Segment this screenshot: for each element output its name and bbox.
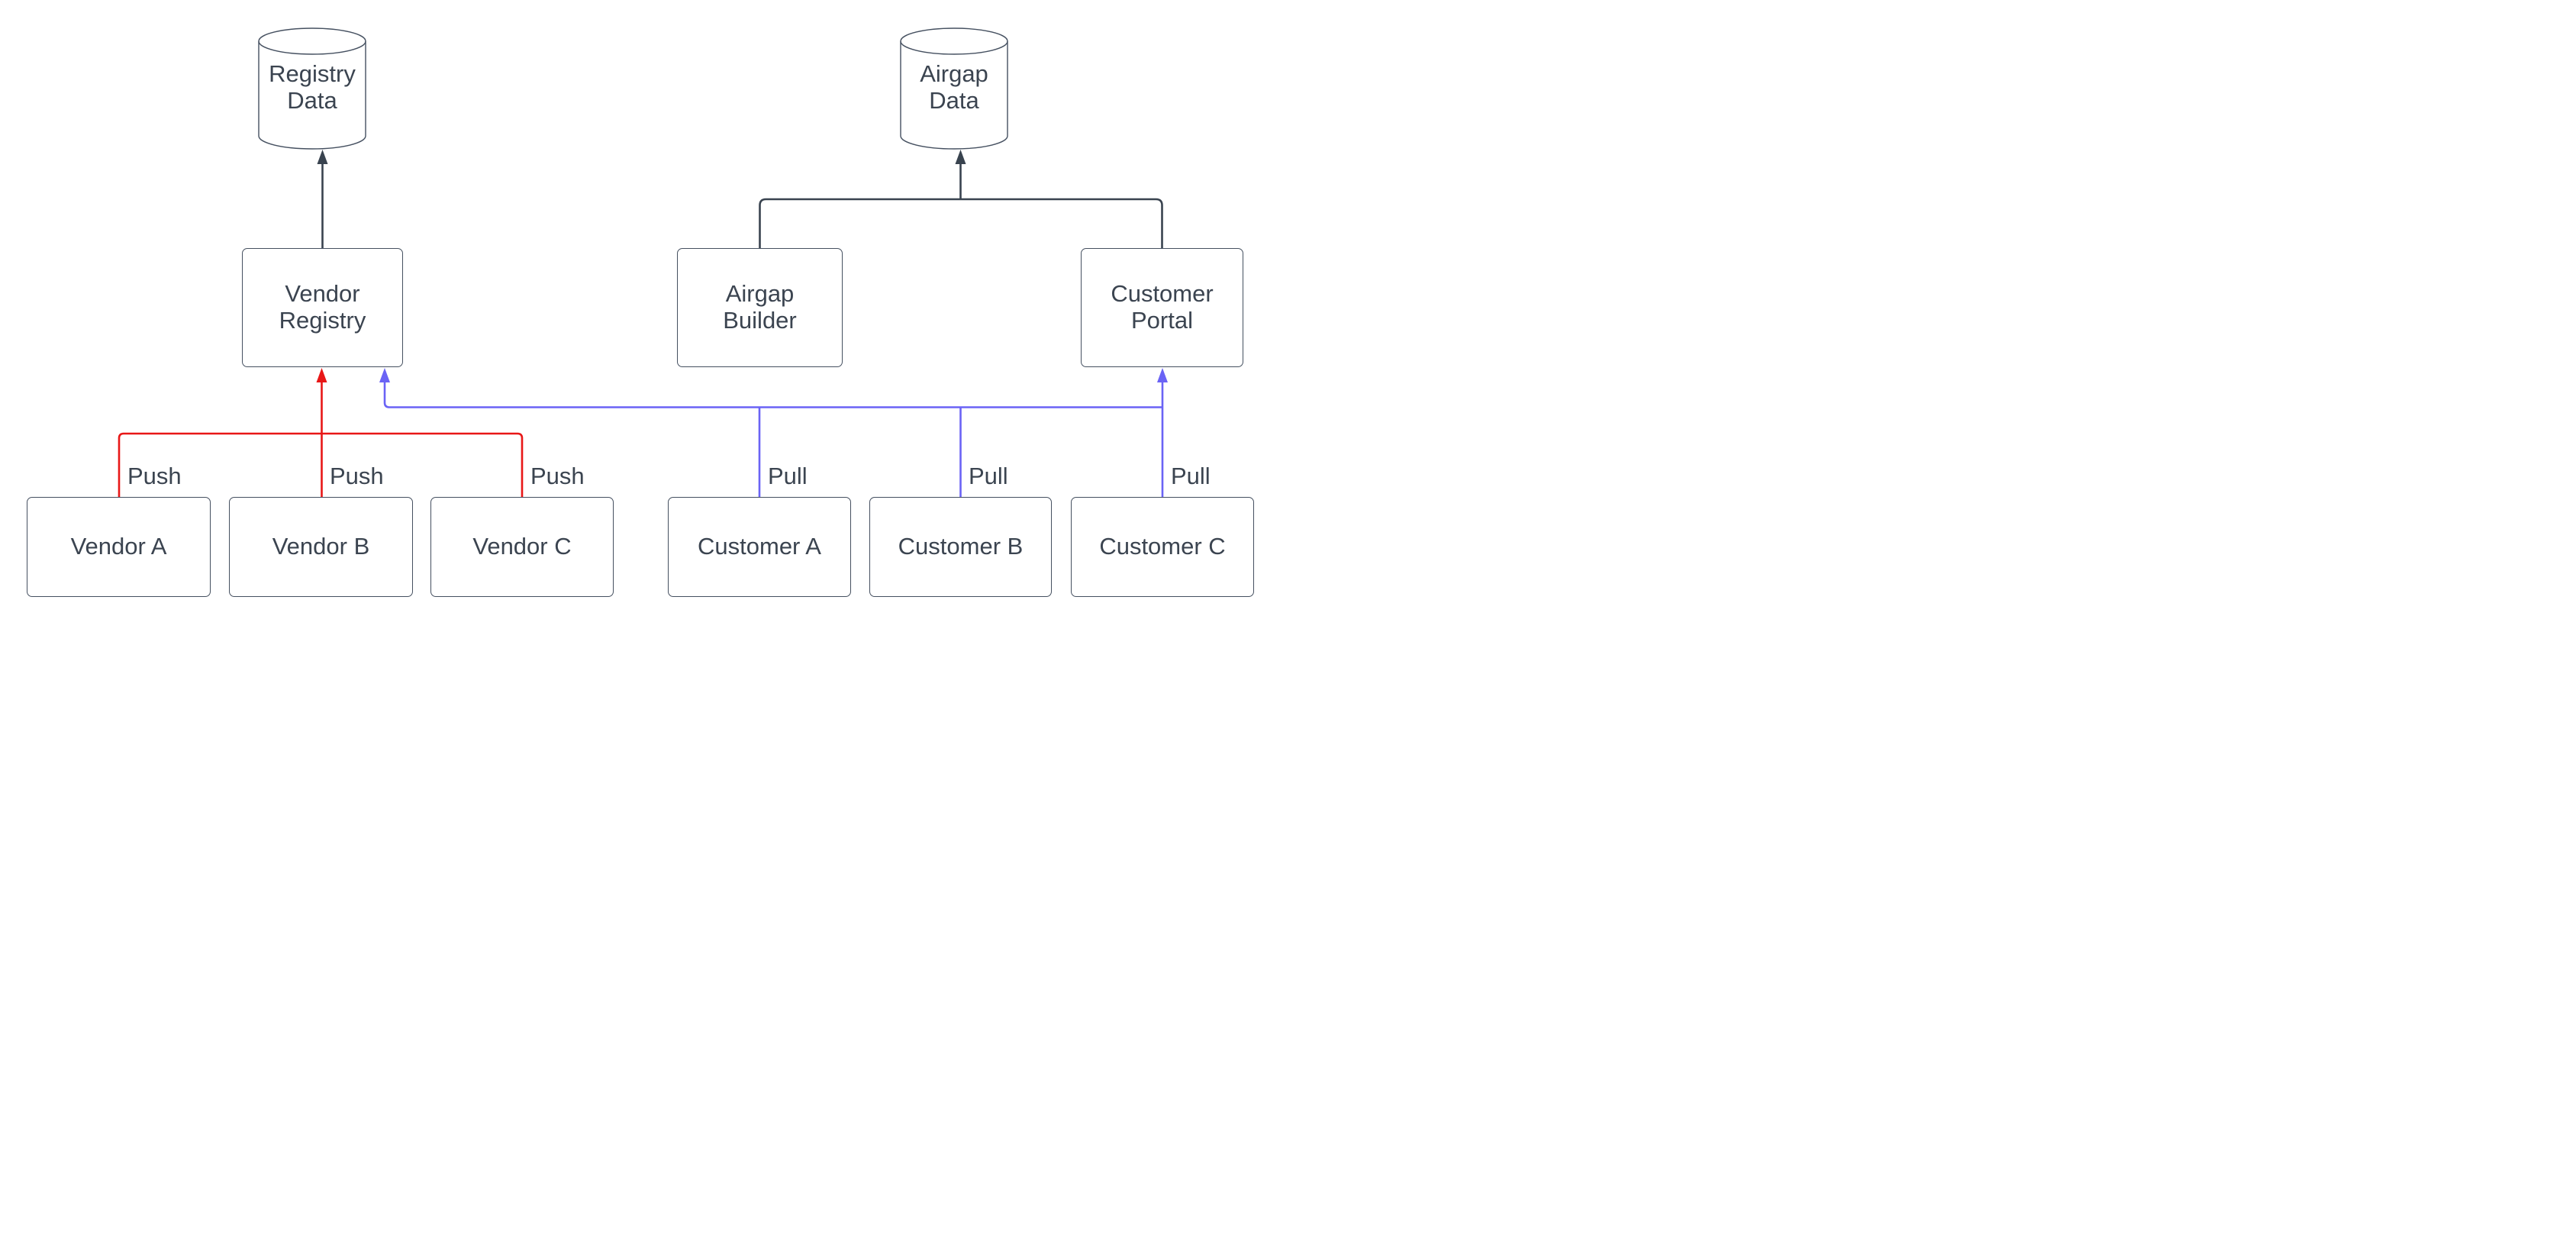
edge-branch-airgap-builder-customer-portal — [759, 198, 1163, 248]
vendor-c-label: Vendor C — [472, 533, 572, 560]
arrowhead-pull-customer-portal — [1157, 368, 1168, 382]
airgap-builder-label: Airgap Builder — [723, 280, 797, 334]
registry-data-label: Registry Data — [269, 60, 356, 114]
airgap-data-cylinder-icon — [900, 27, 1008, 150]
edge-label-push-vendor-c: Push — [530, 463, 585, 489]
edge-pull-bus — [383, 382, 1162, 408]
edge-label-pull-customer-a: Pull — [768, 463, 808, 489]
customer-c-label: Customer C — [1099, 533, 1226, 560]
node-vendor-c: Vendor C — [430, 497, 614, 597]
edge-label-pull-customer-b: Pull — [969, 463, 1008, 489]
edge-label-push-vendor-a: Push — [127, 463, 182, 489]
customer-b-label: Customer B — [898, 533, 1024, 560]
node-vendor-registry: Vendor Registry — [242, 248, 403, 367]
diagram-canvas: Registry Data Airgap Data Vendor Registr… — [0, 0, 1288, 629]
arrowhead-airgap-data — [955, 150, 966, 164]
edges-layer — [118, 27, 1168, 498]
node-airgap-data: Airgap Data — [901, 60, 1008, 116]
edge-push-bus — [118, 432, 524, 498]
node-customer-portal: Customer Portal — [1081, 248, 1243, 367]
node-vendor-b: Vendor B — [229, 497, 413, 597]
customer-portal-label: Customer Portal — [1111, 280, 1214, 334]
vendor-b-label: Vendor B — [272, 533, 370, 560]
arrowhead-registry-data — [317, 150, 328, 164]
airgap-data-label: Airgap Data — [920, 60, 988, 114]
node-vendor-a: Vendor A — [27, 497, 211, 597]
node-customer-a: Customer A — [668, 497, 851, 597]
arrowhead-pull-vendor-registry — [379, 368, 390, 382]
edge-label-push-vendor-b: Push — [330, 463, 384, 489]
vendor-registry-label: Vendor Registry — [279, 280, 366, 334]
node-customer-b: Customer B — [869, 497, 1052, 597]
edge-label-pull-customer-c: Pull — [1171, 463, 1211, 489]
registry-data-cylinder-icon — [258, 27, 366, 150]
node-registry-data: Registry Data — [259, 60, 366, 116]
customer-a-label: Customer A — [698, 533, 821, 560]
node-customer-c: Customer C — [1071, 497, 1254, 597]
node-airgap-builder: Airgap Builder — [677, 248, 843, 367]
vendor-a-label: Vendor A — [70, 533, 167, 560]
arrowhead-push-vendor-registry — [316, 368, 327, 382]
